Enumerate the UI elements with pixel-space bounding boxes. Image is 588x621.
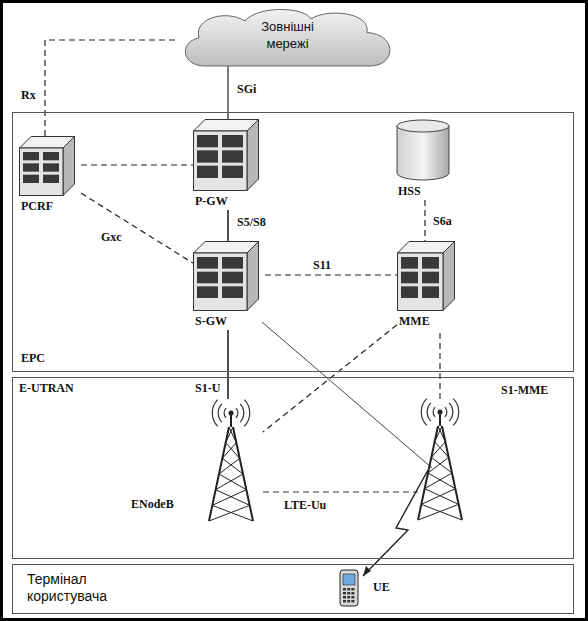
interface-link — [227, 210, 229, 241]
interface-label: SGi — [236, 82, 257, 96]
tower-symbol — [201, 399, 261, 523]
database-icon — [396, 119, 450, 181]
server-icon — [19, 136, 75, 196]
node-label: ENodeB — [131, 497, 174, 511]
base-station: ENodeB — [131, 399, 263, 525]
region-band: EPC PCRF P-GW HSS S-GW MME — [12, 112, 574, 372]
interface-link — [45, 40, 175, 136]
interface-label: S1-U — [194, 381, 221, 395]
interface-label: S5/S8 — [236, 215, 267, 229]
node-label: S-GW — [195, 314, 227, 328]
node-label: MME — [399, 314, 430, 328]
interface-link — [227, 330, 229, 399]
interface-label: S1-MME — [500, 383, 549, 397]
radio-link-tip — [363, 566, 371, 576]
illustration — [262, 322, 440, 576]
region-band: E-UTRAN ENodeB — [12, 377, 574, 559]
tower-symbol — [418, 399, 462, 520]
interface-link — [81, 164, 193, 165]
node-label: UE — [373, 580, 390, 594]
node-label: E-UTRAN — [19, 381, 74, 395]
network-element: PCRF — [19, 136, 81, 215]
interface-label: Rx — [20, 88, 37, 102]
interface-link — [81, 193, 193, 263]
radio-link — [363, 470, 428, 576]
interface-label: LTE-Uu — [283, 498, 327, 512]
interface-link — [263, 325, 397, 432]
connectors — [45, 40, 425, 432]
interface-label: S6a — [432, 214, 453, 228]
network-element: MME — [397, 241, 461, 330]
node-label: PCRF — [21, 199, 53, 213]
node-label: EPC — [21, 351, 45, 365]
s1-u-link — [262, 322, 432, 468]
x2-link — [263, 491, 418, 492]
interface-label: Gxc — [100, 230, 123, 244]
server-icon — [193, 241, 259, 311]
interface-link — [424, 200, 425, 241]
network-element: S-GW — [193, 241, 265, 330]
interface-link — [265, 274, 397, 275]
node-label: P-GW — [195, 194, 228, 208]
node-label: HSS — [398, 184, 421, 198]
interface-label: S11 — [312, 258, 332, 272]
network-element: HSS — [396, 119, 456, 200]
server-icon — [397, 241, 455, 311]
node-label: Зовнішні мережі — [243, 18, 333, 52]
network-element: P-GW — [193, 119, 265, 210]
network-cloud: Зовнішні мережі — [175, 4, 400, 72]
node-label: Термінал користувача — [27, 571, 139, 605]
user-terminal: UE — [339, 569, 399, 609]
region-band: Термінал користувача UE — [12, 564, 574, 614]
s1-mme-link — [439, 333, 440, 402]
phone-icon — [339, 569, 359, 607]
server-icon — [193, 119, 259, 191]
